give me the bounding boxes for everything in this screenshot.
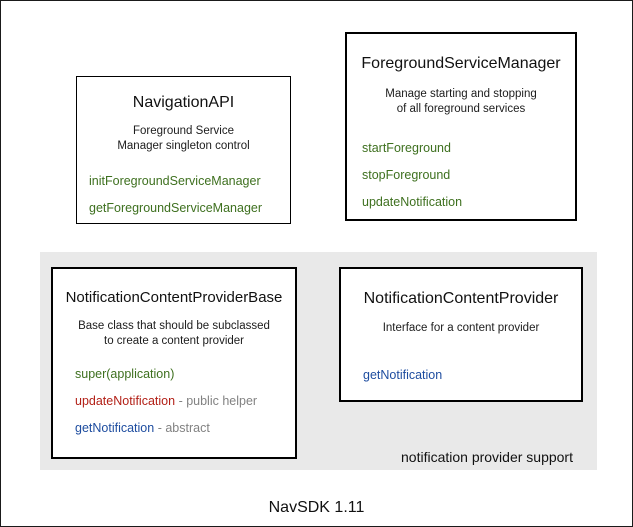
box-navigation-api: NavigationAPI Foreground Service Manager… <box>76 76 291 224</box>
method-stop-foreground: stopForeground <box>362 168 451 182</box>
box-notification-content-provider-base: NotificationContentProviderBase Base cla… <box>51 267 297 459</box>
method-row: getNotification <box>363 368 581 383</box>
method-get-notification: getNotification <box>75 420 155 435</box>
box-description: Foreground Service Manager singleton con… <box>77 124 290 154</box>
box-description-line: to create a content provider <box>104 334 244 347</box>
method-row: super(application) <box>75 367 295 382</box>
box-description-line: Base class that should be subclassed <box>78 319 270 332</box>
box-description: Base class that should be subclassed to … <box>53 319 295 349</box>
method-get-notification: getNotification <box>363 368 443 382</box>
box-title: NotificationContentProviderBase <box>65 289 283 306</box>
group-label: notification provider support <box>401 449 573 465</box>
box-description-line: of all foreground services <box>396 103 526 115</box>
box-description-line: Foreground Service <box>133 125 234 137</box>
method-row: getNotification- abstract <box>75 421 295 436</box>
box-notification-content-provider: NotificationContentProvider Interface fo… <box>339 267 583 402</box>
box-title: NavigationAPI <box>132 94 235 111</box>
method-row: updateNotification <box>362 195 575 210</box>
method-row: stopForeground <box>362 168 575 183</box>
method-update-notification: updateNotification <box>75 393 176 408</box>
method-suffix: - public helper <box>178 393 258 408</box>
method-init-foreground-service-manager: initForegroundServiceManager <box>89 174 261 188</box>
box-title: ForegroundServiceManager <box>361 55 561 72</box>
method-row: initForegroundServiceManager <box>89 174 290 189</box>
method-list: getNotification <box>341 368 581 383</box>
sdk-version-label: NavSDK 1.11 <box>268 499 365 516</box>
method-start-foreground: startForeground <box>362 141 451 155</box>
method-suffix: - abstract <box>157 420 210 435</box>
box-description: Manage starting and stopping of all fore… <box>347 87 575 117</box>
box-description-line: Manage starting and stopping <box>385 88 537 100</box>
method-row: startForeground <box>362 141 575 156</box>
method-row: updateNotification- public helper <box>75 394 295 409</box>
method-get-foreground-service-manager: getForegroundServiceManager <box>89 201 263 215</box>
method-list: super(application) updateNotification- p… <box>53 367 295 436</box>
method-super-application: super(application) <box>75 366 175 381</box>
box-description-line: Interface for a content provider <box>382 322 540 334</box>
method-update-notification: updateNotification <box>362 195 463 209</box>
method-list: startForeground stopForeground updateNot… <box>347 141 575 210</box>
box-title: NotificationContentProvider <box>363 290 559 307</box>
method-list: initForegroundServiceManager getForegrou… <box>77 174 290 216</box>
method-row: getForegroundServiceManager <box>89 201 290 216</box>
box-description-line: Manager singleton control <box>117 140 250 152</box>
box-description: Interface for a content provider <box>341 321 581 336</box>
box-foreground-service-manager: ForegroundServiceManager Manage starting… <box>345 32 577 221</box>
